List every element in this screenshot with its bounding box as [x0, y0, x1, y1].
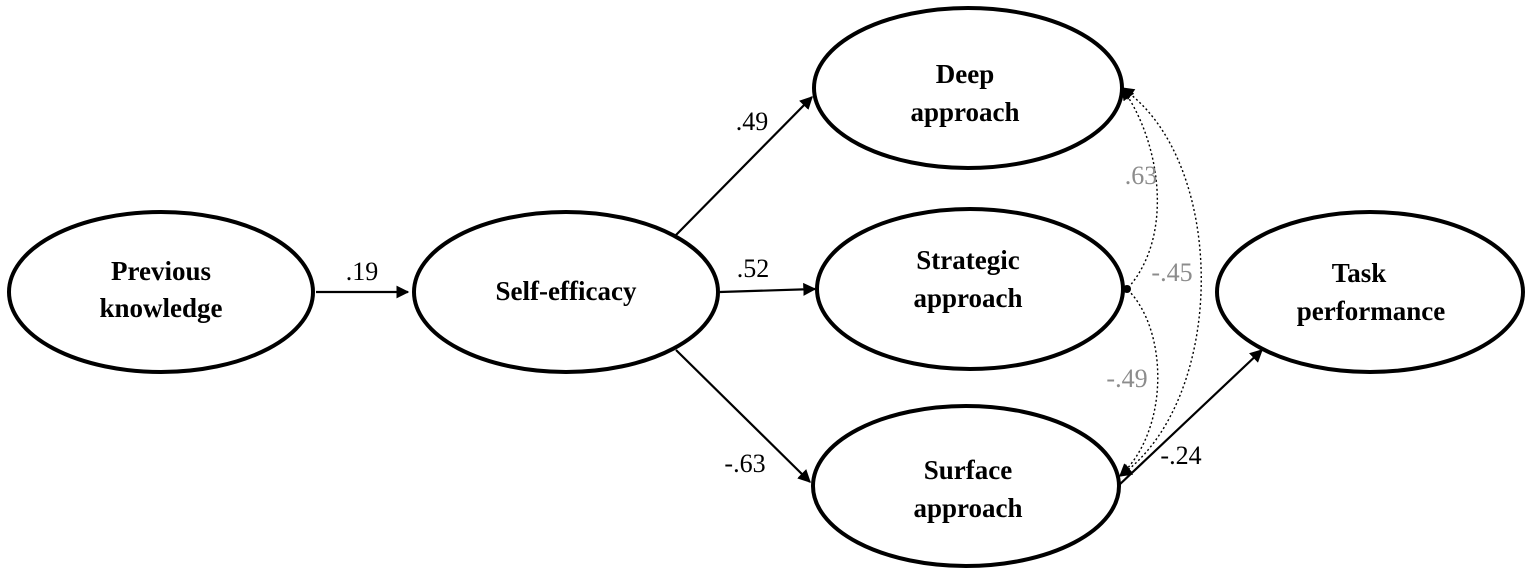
- node-task-performance-line2: performance: [1297, 296, 1445, 326]
- coefficient-self-efficacy-to-deep: .49: [736, 107, 769, 136]
- path-self-efficacy-to-surface: [675, 349, 811, 483]
- node-task-performance-line1: Task: [1332, 258, 1387, 288]
- path-surface-to-task: [1117, 349, 1263, 487]
- coefficient-surface-to-task: -.24: [1160, 441, 1201, 470]
- node-deep-approach-line2: approach: [910, 97, 1019, 127]
- coefficient-self-efficacy-to-strategic: .52: [737, 254, 770, 283]
- correlation-label-deep-surface: -.45: [1151, 258, 1192, 287]
- correlation-label-deep-strategic: .63: [1125, 161, 1158, 190]
- node-previous-knowledge: Previous knowledge: [7, 210, 315, 374]
- node-surface-approach-line2: approach: [913, 493, 1022, 523]
- coefficient-previous-to-self-efficacy: .19: [346, 257, 379, 286]
- node-previous-knowledge-line1: Previous: [111, 256, 211, 286]
- path-self-efficacy-to-strategic: [719, 282, 817, 296]
- node-previous-knowledge-line2: knowledge: [99, 293, 222, 323]
- node-strategic-approach-line1: Strategic: [916, 245, 1019, 275]
- path-self-efficacy-to-deep: [675, 96, 813, 236]
- node-deep-approach: Deep approach: [812, 6, 1124, 170]
- correlation-junction-dot: [1123, 285, 1131, 293]
- node-surface-approach-line1: Surface: [924, 455, 1012, 485]
- node-strategic-approach: Strategic approach: [815, 207, 1125, 371]
- correlation-deep-surface: [1118, 87, 1202, 477]
- node-self-efficacy-line1: Self-efficacy: [496, 276, 637, 306]
- coefficient-self-efficacy-to-surface: -.63: [724, 449, 765, 478]
- node-surface-approach: Surface approach: [811, 404, 1121, 568]
- node-deep-approach-line1: Deep: [936, 59, 994, 89]
- node-task-performance: Task performance: [1215, 210, 1525, 374]
- correlation-label-strategic-surface: -.49: [1106, 364, 1147, 393]
- node-self-efficacy: Self-efficacy: [412, 210, 720, 374]
- node-strategic-approach-line2: approach: [913, 283, 1022, 313]
